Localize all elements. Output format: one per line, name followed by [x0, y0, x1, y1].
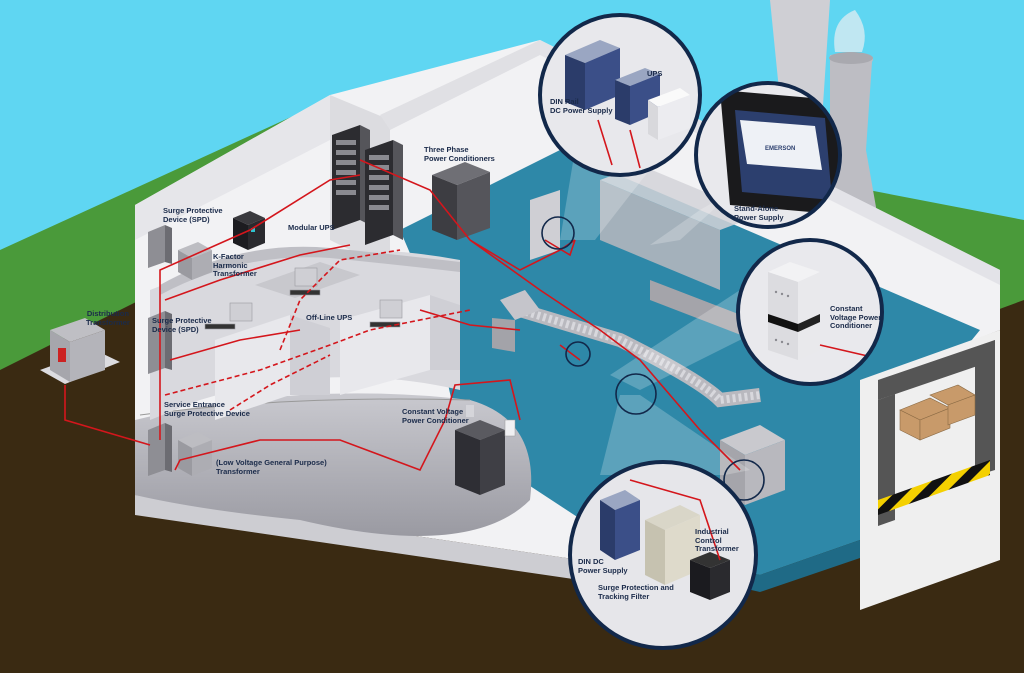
factory-floor	[400, 150, 980, 575]
basement-cutaway	[135, 393, 532, 536]
floor-callout-markers	[541, 216, 765, 501]
modular-ups-racks	[332, 125, 403, 245]
conveyor-machinery	[492, 165, 785, 505]
basement-equipment	[455, 405, 516, 495]
distribution-transformer-unit	[40, 318, 120, 384]
callout-cvpc-right	[736, 238, 884, 386]
callout-stand-alone: EMERSON	[694, 81, 842, 229]
callout-bottom-panel	[568, 460, 758, 650]
office-computers	[204, 267, 403, 330]
brand-logo-text: EMERSON	[765, 146, 795, 152]
loading-dock	[860, 330, 1000, 610]
callout-din-rail-ups	[538, 13, 702, 177]
dashed-wiring	[164, 249, 471, 411]
